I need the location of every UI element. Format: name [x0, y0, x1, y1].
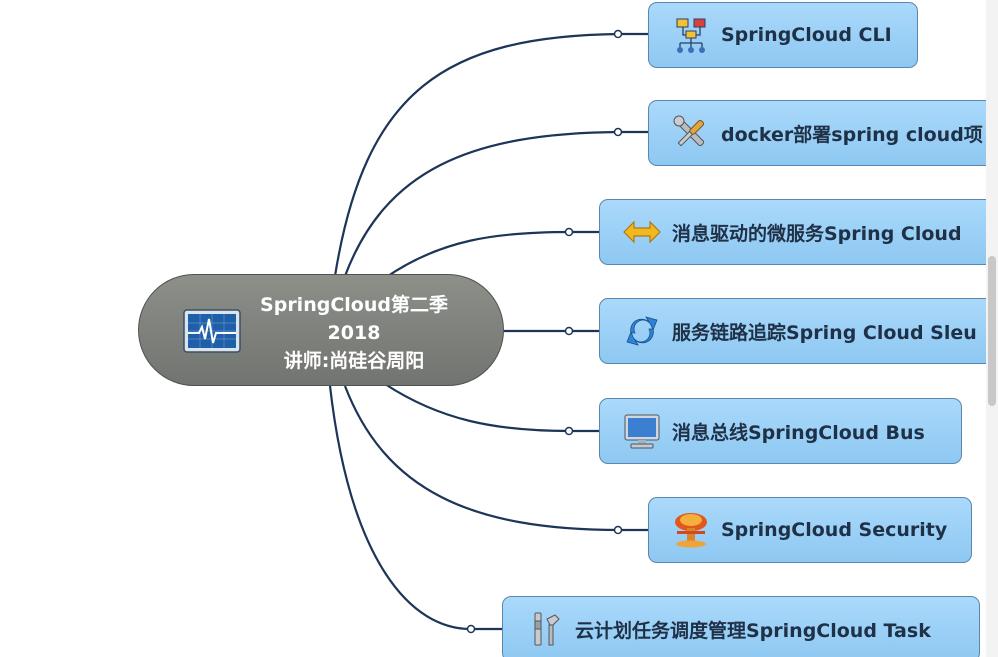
link-3 — [384, 230, 571, 279]
central-title: SpringCloud第二季 — [260, 294, 448, 316]
monitor-icon — [624, 414, 660, 449]
collapse-handle — [613, 29, 623, 39]
vertical-scrollbar[interactable] — [986, 0, 998, 657]
heartbeat-monitor-icon — [183, 309, 241, 353]
topic-sleuth-tracing[interactable]: 服务链路追踪Spring Cloud Sleu — [599, 298, 998, 364]
collapse-handle — [613, 127, 623, 137]
topic-label: 消息驱动的微服务Spring Cloud — [672, 222, 962, 245]
central-topic[interactable]: SpringCloud第二季 2018 讲师:尚硅谷周阳 — [138, 274, 504, 386]
topic-label: 云计划任务调度管理SpringCloud Task — [575, 619, 931, 642]
scrollbar-thumb[interactable] — [988, 256, 996, 406]
collapse-handle — [613, 525, 623, 535]
explosion-icon — [675, 513, 707, 548]
link-6 — [343, 385, 621, 532]
task-tools-icon — [534, 612, 560, 646]
central-lecturer: 讲师:尚硅谷周阳 — [283, 350, 425, 372]
collapse-handle — [564, 426, 574, 436]
topic-springcloud-cli[interactable]: SpringCloud CLI — [648, 2, 918, 68]
topic-label: 服务链路追踪Spring Cloud Sleu — [672, 321, 977, 344]
topic-label: SpringCloud CLI — [721, 24, 892, 46]
topic-label: docker部署spring cloud项 — [721, 123, 983, 146]
org-chart-icon — [676, 18, 706, 53]
topic-security[interactable]: SpringCloud Security — [648, 497, 972, 563]
topic-message-driven[interactable]: 消息驱动的微服务Spring Cloud — [599, 199, 998, 265]
link-7 — [328, 385, 473, 631]
collapse-handle — [564, 326, 574, 336]
central-year: 2018 — [327, 322, 381, 344]
collapse-handle — [564, 227, 574, 237]
topic-label: SpringCloud Security — [721, 519, 948, 541]
topic-bus[interactable]: 消息总线SpringCloud Bus — [599, 398, 962, 464]
topic-task[interactable]: 云计划任务调度管理SpringCloud Task — [502, 596, 980, 657]
refresh-icon — [626, 316, 658, 346]
link-1 — [333, 32, 621, 277]
tools-icon — [673, 115, 705, 147]
central-topic-text: SpringCloud第二季 2018 讲师:尚硅谷周阳 — [249, 291, 459, 375]
link-2 — [343, 130, 621, 277]
collapse-handle — [466, 624, 476, 634]
link-5 — [384, 383, 571, 433]
double-arrow-icon — [623, 220, 661, 244]
topic-docker-deploy[interactable]: docker部署spring cloud项 — [648, 100, 998, 166]
topic-label: 消息总线SpringCloud Bus — [672, 421, 925, 444]
